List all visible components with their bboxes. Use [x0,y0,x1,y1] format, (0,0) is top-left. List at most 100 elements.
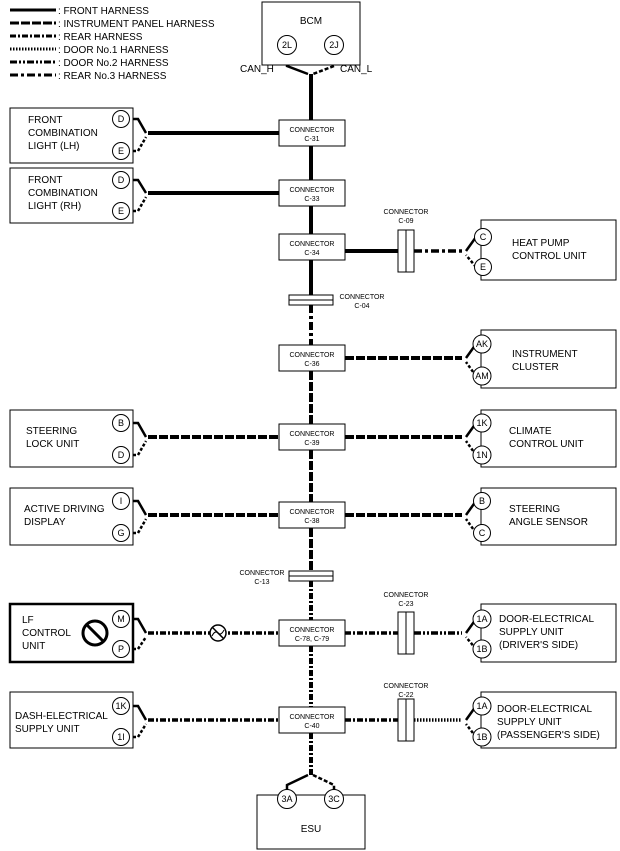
unit-front-combination-light-lh: FRONT COMBINATION LIGHT (LH) D E [9,107,148,164]
unit-climate-control: CLIMATE CONTROL UNIT 1K 1N [464,409,617,468]
pin-e: E [118,206,124,216]
legend-label-door1: : DOOR No.1 HARNESS [58,45,169,56]
svg-text:CONTROL UNIT: CONTROL UNIT [509,439,584,450]
svg-text:STEERING: STEERING [26,426,77,437]
pin-1b: 1B [476,732,487,742]
svg-text:CONNECTOR: CONNECTOR [384,209,429,216]
svg-text:FRONT: FRONT [28,115,62,126]
svg-text:CONNECTOR: CONNECTOR [290,187,335,194]
legend: : FRONT HARNESS : INSTRUMENT PANEL HARNE… [10,6,215,82]
pin-ak: AK [476,339,488,349]
no-signal-icon [209,624,227,642]
pin-p: P [118,644,124,654]
svg-text:(PASSENGER'S SIDE): (PASSENGER'S SIDE) [497,730,600,741]
unit-instrument-cluster: INSTRUMENT CLUSTER AK AM [464,329,617,389]
svg-text:CLIMATE: CLIMATE [509,426,552,437]
pin-1a: 1A [476,701,487,711]
legend-label-instrument-panel: : INSTRUMENT PANEL HARNESS [58,19,215,30]
svg-text:C-39: C-39 [304,440,319,447]
legend-label-rear3: : REAR No.3 HARNESS [58,71,167,82]
svg-text:DISPLAY: DISPLAY [24,517,66,528]
connector-c-31: CONNECTOR C-31 [278,119,346,147]
bcm-module: BCM 2L 2J CAN_H CAN_L [240,1,373,75]
connector-c-33: CONNECTOR C-33 [278,179,346,207]
connector-c-78-c-79: CONNECTOR C-78, C-79 [278,619,346,647]
esu-pin-3a: 3A [281,794,292,804]
prohibited-icon [81,619,109,647]
inline-connector-c-23: CONNECTOR C-23 [384,592,429,655]
svg-text:LF: LF [22,615,34,626]
svg-text:CONTROL UNIT: CONTROL UNIT [512,251,587,262]
svg-text:ACTIVE DRIVING: ACTIVE DRIVING [24,504,105,515]
svg-text:C-23: C-23 [398,601,413,608]
unit-lf-control: LF CONTROL UNIT M P [8,602,148,664]
pin-1k: 1K [476,418,487,428]
pin-e: E [480,262,486,272]
unit-heat-pump-control: HEAT PUMP CONTROL UNIT C E [464,219,617,281]
svg-text:DOOR-ELECTRICAL: DOOR-ELECTRICAL [499,614,594,625]
svg-text:C-13: C-13 [254,579,269,586]
connector-c-38: CONNECTOR C-38 [278,501,346,529]
svg-text:LIGHT (RH): LIGHT (RH) [28,201,81,212]
svg-text:CONNECTOR: CONNECTOR [290,127,335,134]
pin-c: C [479,528,486,538]
pin-b: B [118,418,124,428]
pin-e: E [118,146,124,156]
legend-label-front: : FRONT HARNESS [58,6,149,17]
pin-i: I [120,496,123,506]
connector-c-34: CONNECTOR C-34 [278,233,346,261]
pin-c: C [480,232,487,242]
svg-text:C-22: C-22 [398,692,413,699]
svg-text:SUPPLY UNIT: SUPPLY UNIT [497,717,562,728]
svg-text:CONNECTOR: CONNECTOR [340,294,385,301]
svg-text:COMBINATION: COMBINATION [28,128,98,139]
svg-text:C-31: C-31 [304,136,319,143]
svg-text:DOOR-ELECTRICAL: DOOR-ELECTRICAL [497,704,592,715]
inline-connector-c-22: CONNECTOR C-22 [384,683,429,742]
svg-text:UNIT: UNIT [22,641,45,652]
svg-text:CONNECTOR: CONNECTOR [290,431,335,438]
pin-1b: 1B [476,644,487,654]
unit-steering-lock: STEERING LOCK UNIT B D [9,409,148,468]
pin-m: M [117,614,125,624]
pin-1i: 1I [117,732,125,742]
svg-text:CLUSTER: CLUSTER [512,362,559,373]
svg-text:DASH-ELECTRICAL: DASH-ELECTRICAL [15,711,108,722]
inline-connector-c-09: CONNECTOR C-09 [384,209,429,273]
connector-c-36: CONNECTOR C-36 [278,344,346,372]
svg-text:C-40: C-40 [304,723,319,730]
svg-text:CONNECTOR: CONNECTOR [384,683,429,690]
pin-1a: 1A [476,614,487,624]
svg-text:C-34: C-34 [304,250,319,257]
esu-label: ESU [301,824,322,835]
pin-d: D [118,114,125,124]
pin-d: D [118,175,125,185]
unit-active-driving-display: ACTIVE DRIVING DISPLAY I G [9,487,148,546]
esu-module: 3A 3C ESU [256,789,366,850]
can-h-label: CAN_H [240,64,274,75]
svg-text:LOCK UNIT: LOCK UNIT [26,439,79,450]
svg-text:FRONT: FRONT [28,175,62,186]
bcm-pin-2j: 2J [329,40,339,50]
legend-label-rear: : REAR HARNESS [58,32,143,43]
connector-c-39: CONNECTOR C-39 [278,423,346,451]
esu-pin-3c: 3C [328,794,340,804]
svg-text:CONNECTOR: CONNECTOR [290,627,335,634]
svg-text:COMBINATION: COMBINATION [28,188,98,199]
svg-text:CONNECTOR: CONNECTOR [384,592,429,599]
pin-1k: 1K [115,701,126,711]
svg-text:C-33: C-33 [304,196,319,203]
svg-text:C-09: C-09 [398,218,413,225]
unit-door-supply-driver: DOOR-ELECTRICAL SUPPLY UNIT (DRIVER'S SI… [464,603,617,663]
bcm-pin-2l: 2L [282,40,292,50]
unit-dash-electrical-supply: DASH-ELECTRICAL SUPPLY UNIT 1K 1I [9,691,148,749]
pin-d: D [118,450,125,460]
inline-connector-c-13: CONNECTOR C-13 [240,570,334,586]
svg-text:C-04: C-04 [354,303,369,310]
svg-text:C-38: C-38 [304,518,319,525]
svg-text:CONNECTOR: CONNECTOR [290,352,335,359]
pin-am: AM [475,371,489,381]
can-l-label: CAN_L [340,64,373,75]
pin-b: B [479,496,485,506]
